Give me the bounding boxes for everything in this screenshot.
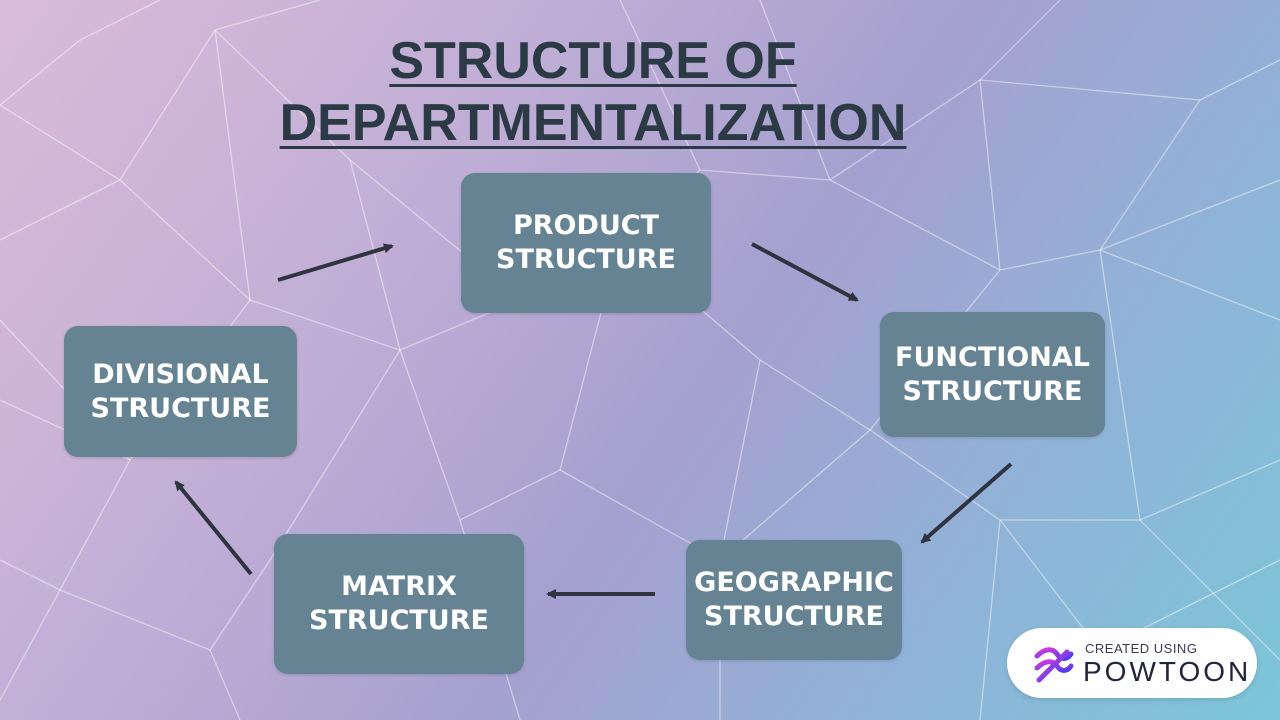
badge-powtoon-wordmark: POWTOON	[1083, 656, 1252, 687]
divisional-line-1: DIVISIONAL	[92, 358, 269, 390]
title-line-1: STRUCTURE OF	[389, 32, 797, 90]
title-line-2: DEPARTMENTALIZATION	[279, 94, 907, 152]
geographic-line-1: GEOGRAPHIC	[694, 567, 894, 598]
powtoon-logo-icon	[1034, 647, 1074, 683]
product-line-2: STRUCTURE	[496, 244, 676, 275]
product-line-1: PRODUCT	[512, 210, 660, 241]
page-title: STRUCTURE OF DEPARTMENTALIZATION	[0, 30, 1186, 154]
geographic-line-2: STRUCTURE	[704, 601, 884, 632]
matrix-line-2: STRUCTURE	[309, 605, 489, 636]
matrix-line-1: MATRIX	[341, 571, 457, 602]
divisional-line-2: STRUCTURE	[90, 392, 271, 424]
badge-created-using: CREATED USING	[1085, 641, 1198, 656]
functional-line-2: STRUCTURE	[902, 375, 1083, 407]
powtoon-badge[interactable]: CREATED USING POWTOON	[1007, 628, 1257, 698]
functional-line-1: FUNCTIONAL	[895, 341, 1090, 373]
